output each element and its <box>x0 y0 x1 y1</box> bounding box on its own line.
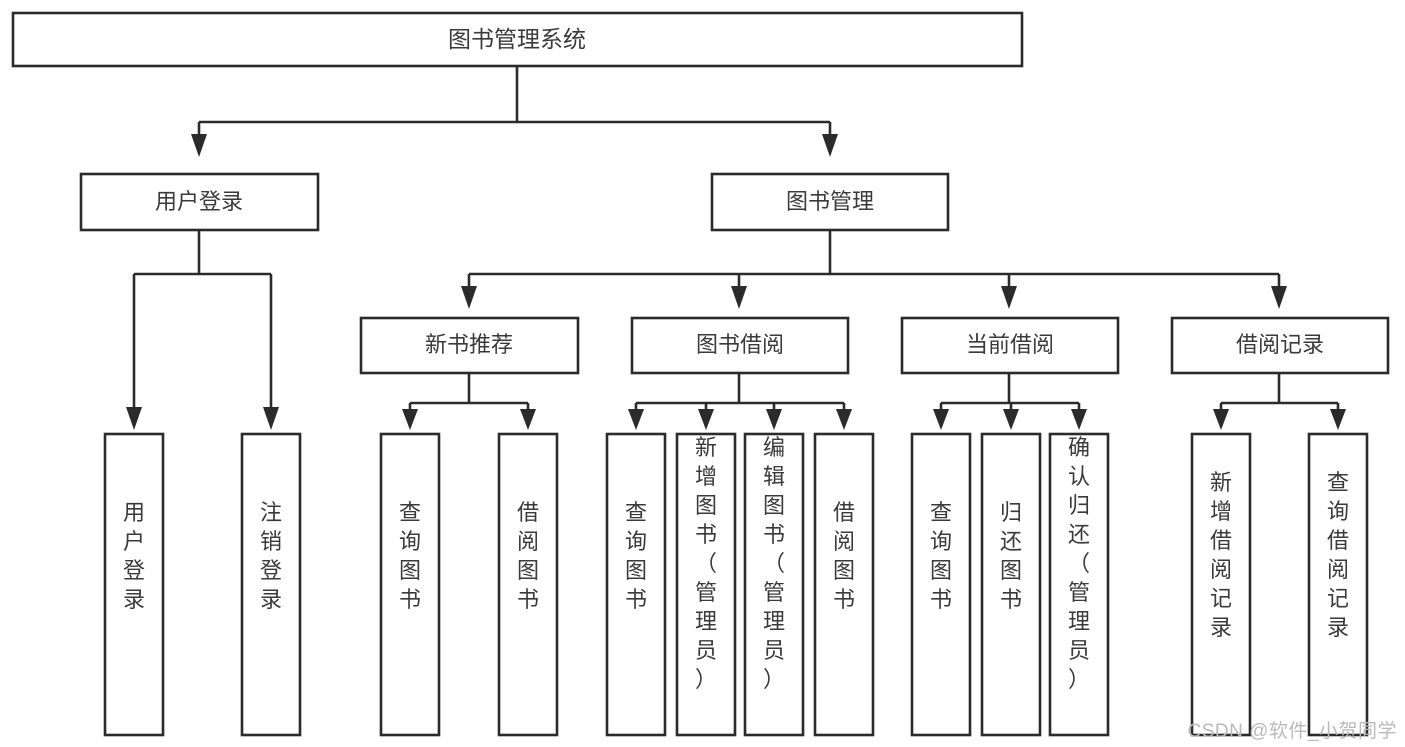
node-borrow-record-box[interactable] <box>1170 316 1390 375</box>
leaf-nbr-borrow-book-box[interactable] <box>497 432 559 737</box>
leaf-cb-query-book-box[interactable] <box>910 432 972 737</box>
node-user-login-box[interactable] <box>79 172 320 232</box>
node-current-borrow-box[interactable] <box>900 316 1120 375</box>
arrow-head-br-query <box>1330 409 1346 430</box>
leaf-cb-confirm-return[interactable]: 确认归还（管理员） <box>1048 432 1110 737</box>
leaf-cb-query-book[interactable]: 查询图书 <box>910 432 972 737</box>
connector-group-book-manage <box>461 230 1287 309</box>
leaf-cb-return-book[interactable]: 归还图书 <box>980 432 1042 737</box>
leaf-bb-add-book-label: 新增图书（管理员） <box>695 435 717 692</box>
leaf-user-login-box[interactable] <box>103 432 165 737</box>
node-book-manage-box[interactable] <box>710 172 950 232</box>
leaf-bb-query-book[interactable]: 查询图书 <box>605 432 667 737</box>
leaf-cb-return-book-box[interactable] <box>980 432 1042 737</box>
arrow-head-nbr-borrow <box>520 409 536 430</box>
node-root-system-box[interactable] <box>11 11 1024 68</box>
arrow-head-leaf-logout <box>263 407 279 430</box>
leaf-logout-box[interactable] <box>240 432 302 737</box>
leaf-br-add-record-label: 新增借阅记录 <box>1210 470 1232 640</box>
node-user-login-label: 用户登录 <box>155 189 243 214</box>
node-book-borrow[interactable]: 图书借阅 <box>630 316 850 375</box>
leaf-cb-confirm-return-box[interactable] <box>1048 432 1110 737</box>
leaf-user-login-label: 用户登录 <box>123 500 145 612</box>
arrow-head-current-borrow <box>1001 286 1017 309</box>
leaf-logout-label: 注销登录 <box>260 500 282 612</box>
leaf-bb-edit-book-label: 编辑图书（管理员） <box>763 435 785 692</box>
arrow-head-borrow-record <box>1271 286 1287 309</box>
node-book-manage[interactable]: 图书管理 <box>710 172 950 232</box>
leaf-user-login[interactable]: 用户登录 <box>103 432 165 737</box>
arrow-head-book-manage <box>822 134 838 157</box>
arrow-head-nbr-query <box>402 409 418 430</box>
arrow-head-br-add <box>1213 409 1229 430</box>
leaf-bb-edit-book[interactable]: 编辑图书（管理员） <box>743 432 805 737</box>
arrow-head-cb-confirm <box>1071 409 1087 430</box>
leaf-cb-query-book-label: 查询图书 <box>930 500 952 612</box>
node-new-book-recommend-box[interactable] <box>359 316 580 375</box>
connector-group-root <box>191 66 838 157</box>
node-root-system[interactable]: 图书管理系统 <box>11 11 1024 68</box>
leaf-bb-query-book-label: 查询图书 <box>625 500 647 612</box>
leaf-nbr-query-book[interactable]: 查询图书 <box>379 432 441 737</box>
node-borrow-record[interactable]: 借阅记录 <box>1170 316 1390 375</box>
connector-group-new-book-rec <box>402 373 536 430</box>
node-user-login[interactable]: 用户登录 <box>79 172 320 232</box>
leaf-br-query-record-box[interactable] <box>1307 432 1369 737</box>
arrow-head-new-book-rec <box>461 286 477 309</box>
leaf-bb-borrow-book-label: 借阅图书 <box>833 500 855 612</box>
node-new-book-recommend[interactable]: 新书推荐 <box>359 316 580 375</box>
node-book-borrow-label: 图书借阅 <box>696 332 784 357</box>
leaf-bb-query-book-box[interactable] <box>605 432 667 737</box>
arrow-head-cb-query <box>933 409 949 430</box>
leaf-br-query-record[interactable]: 查询借阅记录 <box>1307 432 1369 737</box>
leaf-nbr-borrow-book-label: 借阅图书 <box>517 500 539 612</box>
node-current-borrow[interactable]: 当前借阅 <box>900 316 1120 375</box>
arrow-head-bb-add <box>698 409 714 430</box>
leaf-br-add-record-box[interactable] <box>1190 432 1252 737</box>
arrow-head-leaf-user-login <box>126 407 142 430</box>
arrow-head-bb-query <box>628 409 644 430</box>
node-new-book-recommend-label: 新书推荐 <box>425 332 513 357</box>
connector-group-current-borrow <box>933 373 1087 430</box>
node-root-system-label: 图书管理系统 <box>448 26 586 52</box>
csdn-watermark: CSDN @软件_小贺同学 <box>1187 721 1397 742</box>
leaf-bb-add-book-box[interactable] <box>675 432 737 737</box>
arrow-head-user-login <box>191 134 207 157</box>
arrow-head-bb-edit <box>766 409 782 430</box>
leaf-bb-borrow-book-box[interactable] <box>813 432 875 737</box>
leaf-bb-borrow-book[interactable]: 借阅图书 <box>813 432 875 737</box>
leaf-logout[interactable]: 注销登录 <box>240 432 302 737</box>
node-book-borrow-box[interactable] <box>630 316 850 375</box>
node-book-manage-label: 图书管理 <box>786 189 874 214</box>
node-borrow-record-label: 借阅记录 <box>1236 332 1324 357</box>
leaf-cb-return-book-label: 归还图书 <box>1000 500 1022 612</box>
connector-group-user-login <box>126 230 279 430</box>
leaf-bb-edit-book-box[interactable] <box>743 432 805 737</box>
leaf-nbr-query-book-label: 查询图书 <box>399 500 421 612</box>
arrow-head-book-borrow <box>731 286 747 309</box>
connector-group-book-borrow <box>628 373 852 430</box>
leaf-br-add-record[interactable]: 新增借阅记录 <box>1190 432 1252 737</box>
leaf-cb-confirm-return-label: 确认归还（管理员） <box>1068 435 1090 692</box>
leaf-br-query-record-label: 查询借阅记录 <box>1327 470 1349 640</box>
leaf-nbr-query-book-box[interactable] <box>379 432 441 737</box>
leaf-bb-add-book[interactable]: 新增图书（管理员） <box>675 432 737 737</box>
node-current-borrow-label: 当前借阅 <box>966 332 1054 357</box>
leaf-nbr-borrow-book[interactable]: 借阅图书 <box>497 432 559 737</box>
arrow-head-bb-borrow <box>836 409 852 430</box>
arrow-head-cb-return <box>1003 409 1019 430</box>
leaf-node-group: 用户登录 注销登录 查询图书 借阅图书 查询图书 新增图书 <box>103 432 1369 737</box>
connector-group-borrow-record <box>1213 373 1346 430</box>
